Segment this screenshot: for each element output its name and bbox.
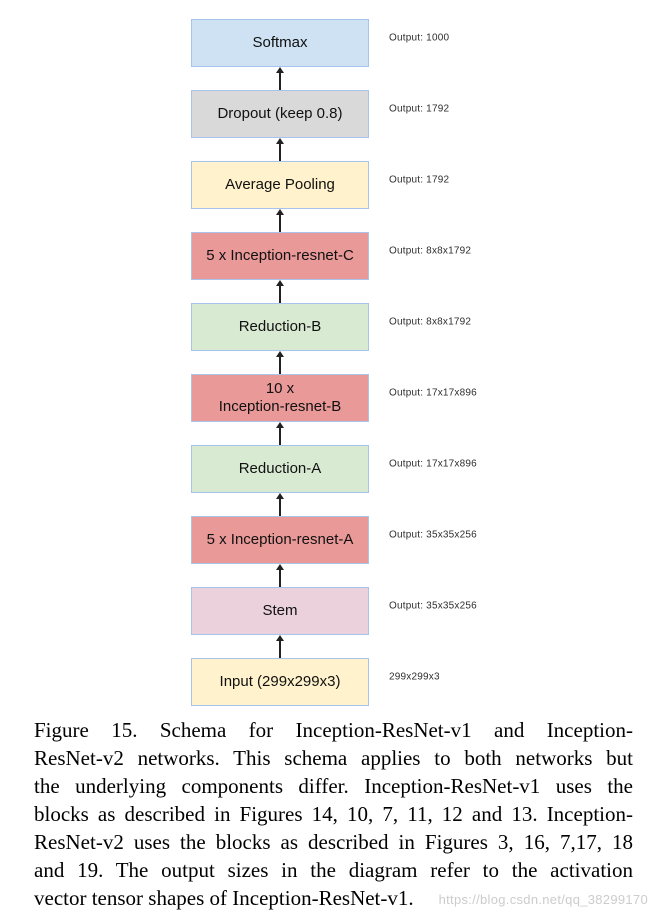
block-output-size-label: Output: 8x8x1792 [389, 245, 472, 257]
up-arrow-connector [0, 635, 648, 658]
caption-line: the underlying components differ. Incept… [34, 774, 633, 798]
caption-line: vector tensor shapes of Inception-ResNet… [34, 886, 414, 910]
arrow-head-icon [275, 422, 284, 428]
up-arrow-connector [0, 493, 648, 516]
arrow-head-icon [275, 493, 284, 499]
block-output-size-label: Output: 1000 [389, 32, 450, 44]
arrow-line [279, 497, 281, 516]
caption-line: ResNet-v2 networks. This schema applies … [34, 746, 633, 770]
network-block-label: Softmax [252, 34, 308, 51]
arrow-line [279, 71, 281, 90]
network-block-label: Reduction-B [238, 318, 322, 335]
csdn-watermark-text: https://blog.csdn.net/qq_38299170 [438, 892, 648, 907]
network-block-label: 5 x Inception-resnet-C [206, 247, 354, 264]
arrow-head-icon [275, 209, 284, 215]
arrow-head-icon [275, 67, 284, 73]
diagram-row: Average Pooling Output: 1792 [0, 161, 648, 209]
block-output-size-label: Output: 1792 [389, 103, 450, 115]
up-arrow-connector [0, 351, 648, 374]
diagram-row: 10 x Inception-resnet-B Output: 17x17x89… [0, 374, 648, 422]
diagram-row: Dropout (keep 0.8) Output: 1792 [0, 90, 648, 138]
network-block-box: 5 x Inception-resnet-A [191, 516, 369, 564]
network-block-box: 10 x Inception-resnet-B [191, 374, 369, 422]
network-schema-diagram: Softmax Output: 1000 Dropout (keep 0.8) … [0, 19, 648, 706]
diagram-row: 5 x Inception-resnet-C Output: 8x8x1792 [0, 232, 648, 280]
arrow-head-icon [275, 138, 284, 144]
up-arrow-connector [0, 280, 648, 303]
arrow-head-icon [275, 635, 284, 641]
diagram-row: Input (299x299x3) 299x299x3 [0, 658, 648, 706]
network-block-box: 5 x Inception-resnet-C [191, 232, 369, 280]
diagram-row: 5 x Inception-resnet-A Output: 35x35x256 [0, 516, 648, 564]
network-block-label: Reduction-A [238, 460, 322, 477]
arrow-line [279, 284, 281, 303]
arrow-head-icon [275, 280, 284, 286]
diagram-row: Reduction-A Output: 17x17x896 [0, 445, 648, 493]
up-arrow-connector [0, 67, 648, 90]
caption-line: blocks as described in Figures 14, 10, 7… [34, 802, 633, 826]
network-block-label: 5 x Inception-resnet-A [206, 531, 354, 548]
up-arrow-connector [0, 422, 648, 445]
arrow-line [279, 639, 281, 658]
arrow-line [279, 355, 281, 374]
block-output-size-label: Output: 35x35x256 [389, 529, 477, 541]
diagram-row: Reduction-B Output: 8x8x1792 [0, 303, 648, 351]
arrow-line [279, 142, 281, 161]
arrow-line [279, 213, 281, 232]
arrow-head-icon [275, 564, 284, 570]
network-block-label: Average Pooling [225, 176, 335, 193]
caption-line: Figure 15. Schema for Inception-ResNet-v… [34, 718, 633, 742]
network-block-box: Stem [191, 587, 369, 635]
figure-caption: Figure 15. Schema for Inception-ResNet-v… [34, 716, 633, 912]
arrow-line [279, 426, 281, 445]
block-output-size-label: Output: 8x8x1792 [389, 316, 472, 328]
up-arrow-connector [0, 209, 648, 232]
block-output-size-label: Output: 35x35x256 [389, 600, 477, 612]
diagram-row: Softmax Output: 1000 [0, 19, 648, 67]
network-block-box: Input (299x299x3) [191, 658, 369, 706]
block-output-size-label: Output: 17x17x896 [389, 458, 477, 470]
network-block-box: Reduction-A [191, 445, 369, 493]
network-block-label: Input (299x299x3) [219, 673, 341, 690]
network-block-box: Reduction-B [191, 303, 369, 351]
up-arrow-connector [0, 138, 648, 161]
arrow-head-icon [275, 351, 284, 357]
network-block-box: Dropout (keep 0.8) [191, 90, 369, 138]
up-arrow-connector [0, 564, 648, 587]
block-output-size-label: 299x299x3 [389, 671, 440, 683]
network-block-label: 10 x Inception-resnet-B [218, 380, 342, 415]
network-block-label: Stem [262, 602, 298, 619]
block-output-size-label: Output: 1792 [389, 174, 450, 186]
diagram-row: Stem Output: 35x35x256 [0, 587, 648, 635]
network-block-box: Softmax [191, 19, 369, 67]
caption-line: ResNet-v2 uses the blocks as described i… [34, 830, 633, 854]
caption-line: and 19. The output sizes in the diagram … [34, 858, 633, 882]
network-block-box: Average Pooling [191, 161, 369, 209]
network-block-label: Dropout (keep 0.8) [217, 105, 343, 122]
arrow-line [279, 568, 281, 587]
block-output-size-label: Output: 17x17x896 [389, 387, 477, 399]
